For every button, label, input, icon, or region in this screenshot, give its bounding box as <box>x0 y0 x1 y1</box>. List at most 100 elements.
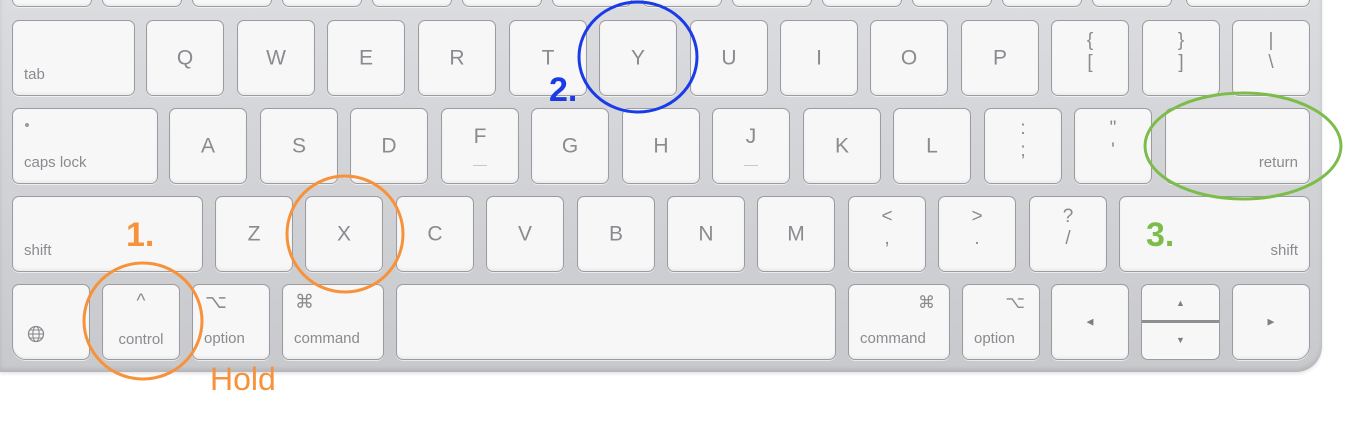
key-d[interactable]: D <box>350 108 428 184</box>
key-e[interactable]: E <box>327 20 405 96</box>
key-s-label: S <box>291 134 306 158</box>
key-q[interactable]: Q <box>146 20 224 96</box>
key-option-right[interactable]: ⌥ option <box>962 284 1040 360</box>
key-option-left[interactable]: ⌥ option <box>192 284 270 360</box>
key-shift-left-label: shift <box>24 242 52 259</box>
key-o-label: O <box>900 46 918 70</box>
key-v[interactable]: V <box>486 196 564 272</box>
key-r[interactable]: R <box>418 20 496 96</box>
key-r-label: R <box>449 46 465 70</box>
key-row0-10[interactable] <box>822 0 902 7</box>
key-arrow-up[interactable]: ▲ <box>1142 285 1219 322</box>
key-b[interactable]: B <box>577 196 655 272</box>
key-command-left[interactable]: ⌘ command <box>282 284 384 360</box>
key-space[interactable] <box>396 284 836 360</box>
key-shift-right[interactable]: shift <box>1119 196 1310 272</box>
key-row0-6[interactable] <box>462 0 542 7</box>
key-w[interactable]: W <box>237 20 315 96</box>
arrow-up-down-cluster: ▲ ▼ <box>1141 284 1220 360</box>
key-bracket-left-bottom: [ <box>1087 52 1093 73</box>
key-row0-delete[interactable] <box>1186 0 1310 7</box>
key-n-label: N <box>698 222 714 246</box>
key-x-label: X <box>336 222 351 246</box>
key-control[interactable]: ^ control <box>102 284 180 360</box>
key-row0-2[interactable] <box>102 0 182 7</box>
key-j-label: J <box>713 126 789 166</box>
key-p[interactable]: P <box>961 20 1039 96</box>
key-w-label: W <box>266 46 286 70</box>
key-b-label: B <box>608 222 623 246</box>
key-s[interactable]: S <box>260 108 338 184</box>
key-z-label: Z <box>247 222 261 246</box>
key-row0-13[interactable] <box>1092 0 1172 7</box>
key-k-label: K <box>834 134 849 158</box>
key-semicolon[interactable]: : ; <box>984 108 1062 184</box>
key-g[interactable]: G <box>531 108 609 184</box>
key-semicolon-top: : <box>1020 118 1026 139</box>
key-comma[interactable]: < , <box>848 196 926 272</box>
key-command-right-label: command <box>860 330 926 347</box>
key-backslash[interactable]: | \ <box>1232 20 1310 96</box>
step-1-label: 1. <box>126 216 155 254</box>
key-caps-lock[interactable]: caps lock <box>12 108 158 184</box>
key-x[interactable]: X <box>305 196 383 272</box>
key-slash-bottom: / <box>1065 228 1071 249</box>
arrow-divider <box>1142 320 1219 323</box>
caps-lock-indicator-icon <box>25 123 29 127</box>
key-command-right[interactable]: ⌘ command <box>848 284 950 360</box>
key-row0-3[interactable] <box>192 0 272 7</box>
key-row0-11[interactable] <box>912 0 992 7</box>
key-arrow-down[interactable]: ▼ <box>1142 322 1219 359</box>
key-shift-left[interactable]: shift <box>12 196 203 272</box>
key-row0-8[interactable] <box>642 0 722 7</box>
key-bracket-right[interactable]: } ] <box>1142 20 1220 96</box>
key-i[interactable]: I <box>780 20 858 96</box>
key-bracket-left[interactable]: { [ <box>1051 20 1129 96</box>
step-3-label: 3. <box>1146 216 1175 254</box>
key-y[interactable]: Y <box>599 20 677 96</box>
key-row0-12[interactable] <box>1002 0 1082 7</box>
key-return[interactable]: return <box>1165 108 1310 184</box>
key-n[interactable]: N <box>667 196 745 272</box>
hold-label: Hold <box>210 361 276 397</box>
key-h-label: H <box>653 134 669 158</box>
key-tab[interactable]: tab <box>12 20 135 96</box>
key-c[interactable]: C <box>396 196 474 272</box>
key-command-left-label: command <box>294 330 360 347</box>
key-e-label: E <box>358 46 373 70</box>
key-f[interactable]: F <box>441 108 519 184</box>
key-row0-1[interactable] <box>12 0 92 7</box>
key-slash[interactable]: ? / <box>1029 196 1107 272</box>
key-row0-9[interactable] <box>732 0 812 7</box>
key-period[interactable]: > . <box>938 196 1016 272</box>
key-semicolon-bottom: ; <box>1020 140 1026 161</box>
key-i-label: I <box>816 46 822 70</box>
key-k[interactable]: K <box>803 108 881 184</box>
key-arrow-left[interactable]: ◀ <box>1051 284 1129 360</box>
key-l[interactable]: L <box>893 108 971 184</box>
key-control-label: control <box>118 331 164 348</box>
key-a[interactable]: A <box>169 108 247 184</box>
keyboard-body: tab Q W E R T Y U I O P <box>0 0 1322 372</box>
control-symbol-icon: ^ <box>136 291 146 312</box>
key-h[interactable]: H <box>622 108 700 184</box>
key-u-label: U <box>721 46 737 70</box>
key-z[interactable]: Z <box>215 196 293 272</box>
key-globe[interactable] <box>12 284 90 360</box>
key-t[interactable]: T <box>509 20 587 96</box>
key-row0-7[interactable] <box>552 0 632 7</box>
arrow-down-icon: ▼ <box>1176 335 1185 345</box>
key-u[interactable]: U <box>690 20 768 96</box>
option-symbol-icon: ⌥ <box>205 292 227 313</box>
key-row0-4[interactable] <box>282 0 362 7</box>
key-quote[interactable]: " ' <box>1074 108 1152 184</box>
key-o[interactable]: O <box>870 20 948 96</box>
key-row0-5[interactable] <box>372 0 452 7</box>
key-j[interactable]: J <box>712 108 790 184</box>
key-arrow-right[interactable]: ▶ <box>1232 284 1310 360</box>
key-m[interactable]: M <box>757 196 835 272</box>
arrow-up-icon: ▲ <box>1176 298 1185 308</box>
command-symbol-icon: ⌘ <box>295 292 314 313</box>
option-symbol-icon: ⌥ <box>1005 293 1025 312</box>
